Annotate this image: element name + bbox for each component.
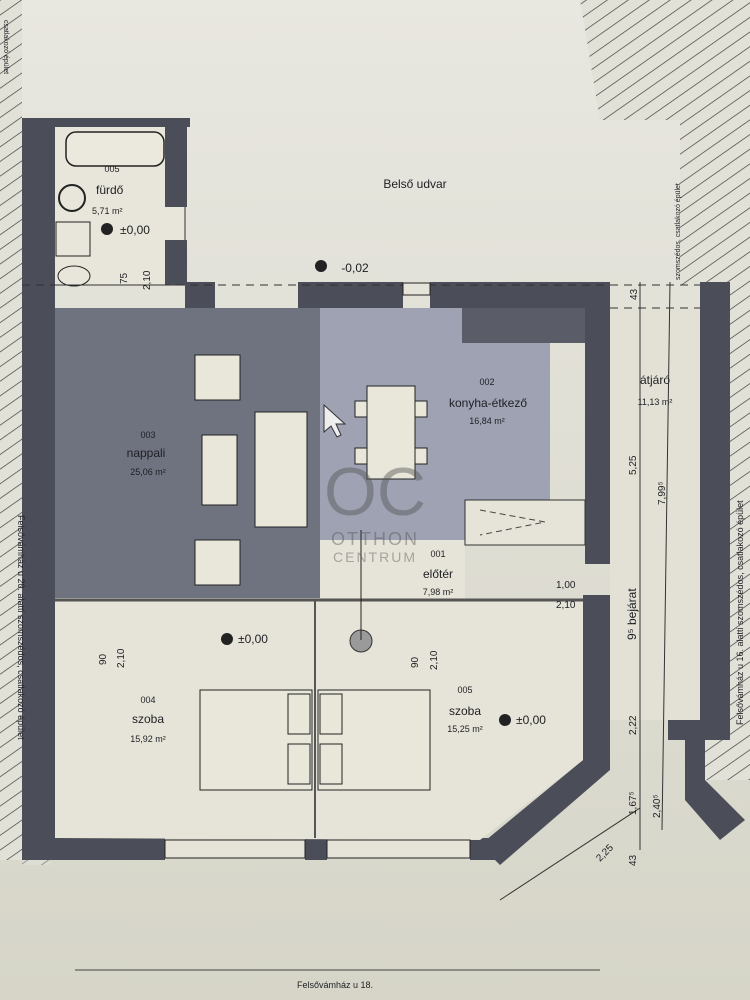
bath-name: fürdő bbox=[96, 183, 124, 197]
svg-text:OTTHON: OTTHON bbox=[331, 529, 419, 549]
cursor-icon bbox=[323, 403, 347, 438]
svg-text:2,10: 2,10 bbox=[142, 270, 153, 290]
street-label: Felsővámház u 18. bbox=[297, 980, 373, 990]
bedroom1-level: ±0,00 bbox=[238, 632, 268, 646]
courtyard-level: -0,02 bbox=[341, 261, 369, 275]
bath-number: 005 bbox=[104, 164, 119, 174]
living-name: nappali bbox=[127, 446, 166, 460]
neighbor-right: Felsővámház u 16. alatti szomszédos, csa… bbox=[735, 500, 745, 725]
svg-text:2,10: 2,10 bbox=[556, 600, 576, 611]
passage-area: 11,13 m² bbox=[638, 397, 673, 407]
kitchen-area: 16,84 m² bbox=[469, 416, 505, 426]
level-markers bbox=[101, 223, 511, 726]
neighbor-top-left: csatlakozó épület bbox=[2, 20, 9, 74]
svg-text:90: 90 bbox=[98, 653, 109, 665]
living-number: 003 bbox=[140, 430, 155, 440]
dimensions: 43 5,25 7,99⁵ 1,00 2,10 9⁵ bejárat 2,22 … bbox=[98, 270, 668, 866]
courtyard-label: Belső udvar bbox=[383, 177, 446, 191]
svg-text:2,10: 2,10 bbox=[116, 648, 127, 668]
bedroom2-number: 005 bbox=[457, 685, 472, 695]
svg-text:CENTRUM: CENTRUM bbox=[333, 549, 417, 565]
svg-text:2,10: 2,10 bbox=[429, 650, 440, 670]
hall-name: előtér bbox=[423, 567, 453, 581]
svg-text:1,00: 1,00 bbox=[556, 580, 576, 591]
bathtub bbox=[65, 131, 165, 167]
svg-text:43: 43 bbox=[629, 288, 640, 300]
svg-text:90: 90 bbox=[410, 656, 421, 668]
bedroom1-area: 15,92 m² bbox=[130, 734, 166, 744]
svg-text:75: 75 bbox=[119, 272, 130, 284]
passage-floor bbox=[610, 308, 700, 720]
sink bbox=[58, 184, 86, 212]
hall-area: 7,98 m² bbox=[423, 587, 454, 597]
living-area: 25,06 m² bbox=[130, 467, 166, 477]
kitchen-number: 002 bbox=[479, 377, 494, 387]
bedroom2-level: ±0,00 bbox=[516, 713, 546, 727]
svg-text:2,22: 2,22 bbox=[628, 715, 639, 735]
bedroom1-number: 004 bbox=[140, 695, 155, 705]
bath-area: 5,71 m² bbox=[92, 206, 123, 216]
washer bbox=[55, 221, 91, 257]
bedroom1-name: szoba bbox=[132, 712, 164, 726]
passage-name: átjáró bbox=[640, 373, 670, 387]
bedroom2-name: szoba bbox=[449, 704, 481, 718]
neighbor-top-right: szomszédos, csatlakozó épület bbox=[675, 183, 682, 280]
svg-text:7,99⁵: 7,99⁵ bbox=[657, 481, 668, 505]
furniture bbox=[194, 354, 431, 791]
neighbor-left: Felsővámház u 20. alatti szomszédos, csa… bbox=[16, 515, 26, 740]
kitchen-floor bbox=[320, 308, 550, 540]
svg-text:9⁵ bejárat: 9⁵ bejárat bbox=[625, 588, 639, 640]
watermark-logo: OC OTTHON CENTRUM bbox=[324, 454, 426, 565]
storage bbox=[464, 499, 586, 546]
svg-text:5,25: 5,25 bbox=[628, 455, 639, 475]
hall-number: 001 bbox=[430, 549, 445, 559]
svg-text:2,40⁵: 2,40⁵ bbox=[652, 794, 663, 818]
hall-floor bbox=[320, 540, 465, 600]
walls bbox=[22, 118, 745, 865]
bedroom2-area: 15,25 m² bbox=[447, 724, 483, 734]
bath-level: ±0,00 bbox=[120, 223, 150, 237]
svg-text:OC: OC bbox=[324, 454, 426, 530]
kitchen-name: konyha-étkező bbox=[449, 396, 527, 410]
svg-text:43: 43 bbox=[628, 854, 639, 866]
svg-text:1,67⁵: 1,67⁵ bbox=[628, 791, 639, 815]
toilet bbox=[57, 265, 91, 287]
